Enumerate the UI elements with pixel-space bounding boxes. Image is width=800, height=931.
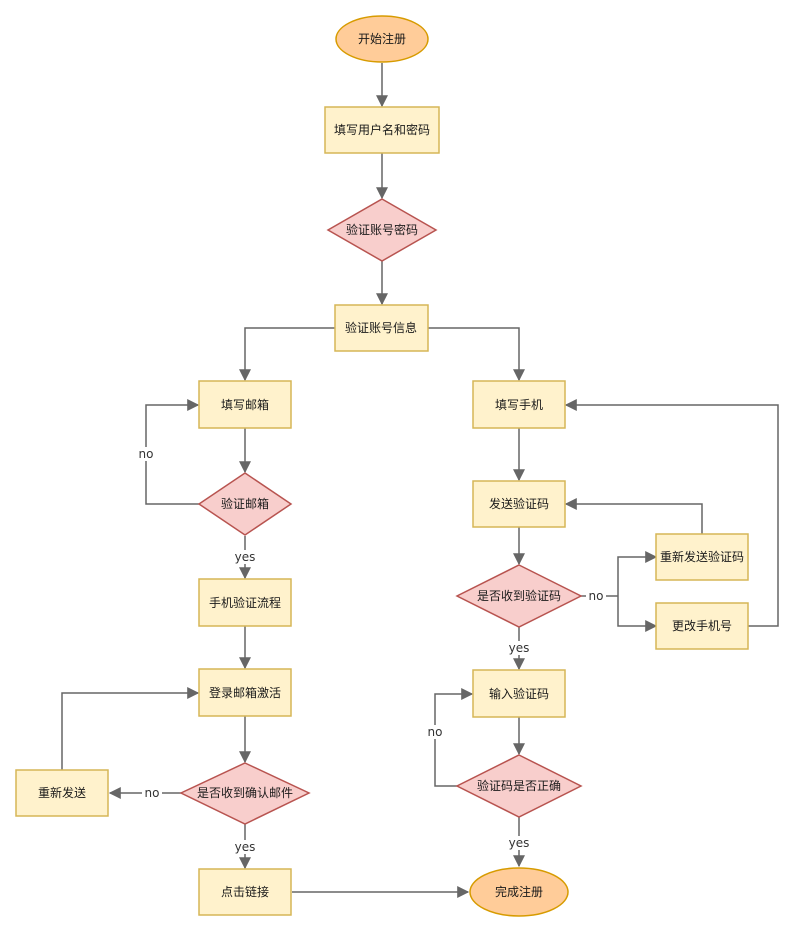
verify-account-password-decision[interactable]: 验证账号密码 <box>326 198 438 262</box>
click-link-node[interactable]: 点击链接 <box>198 868 292 916</box>
edge-no-to-change <box>617 596 658 632</box>
code-correct-yes-label: yes <box>509 836 530 850</box>
verify-email-decision[interactable]: 验证邮箱 <box>197 472 293 536</box>
edge-no-to-resend <box>617 551 658 596</box>
resend-code-node[interactable]: 重新发送验证码 <box>655 533 749 581</box>
finish-node-label: 完成注册 <box>495 884 543 899</box>
fill-email-node[interactable]: 填写邮箱 <box>198 380 292 429</box>
received-code-decision[interactable]: 是否收到验证码 <box>455 564 583 628</box>
verify-account-info-node[interactable]: 验证账号信息 <box>334 304 429 352</box>
verify-account-info-label: 验证账号信息 <box>345 320 417 335</box>
received-code-yes-label: yes <box>509 641 530 655</box>
resend-label: 重新发送 <box>38 785 86 800</box>
login-email-activate-node[interactable]: 登录邮箱激活 <box>198 668 292 717</box>
edge-info-to-phone <box>428 327 525 382</box>
change-phone-label: 更改手机号 <box>672 619 732 633</box>
edge-info-to-email <box>239 327 335 382</box>
edge-resend-code-back <box>564 498 703 534</box>
start-node-label: 开始注册 <box>358 31 406 46</box>
verify-email-no-label: no <box>139 447 154 461</box>
confirm-email-no-label: no <box>145 786 160 800</box>
edge-labels: no yes no yes no yes no yes <box>136 447 606 854</box>
verify-email-yes-label: yes <box>235 550 256 564</box>
finish-node[interactable]: 完成注册 <box>469 867 569 917</box>
confirm-email-yes-label: yes <box>235 840 256 854</box>
nodes: 开始注册 填写用户名和密码 验证账号密码 验证账号信息 填写邮箱 验证邮箱 手机… <box>15 15 749 917</box>
code-correct-no-label: no <box>428 725 443 739</box>
fill-phone-label: 填写手机 <box>495 398 543 412</box>
received-confirm-email-label: 是否收到确认邮件 <box>197 786 293 800</box>
login-email-activate-label: 登录邮箱激活 <box>209 685 281 700</box>
verify-email-label: 验证邮箱 <box>221 496 269 511</box>
send-code-label: 发送验证码 <box>489 496 549 511</box>
edge-correct-no <box>434 688 474 787</box>
input-code-node[interactable]: 输入验证码 <box>472 669 566 718</box>
click-link-label: 点击链接 <box>221 884 269 899</box>
fill-username-password-label: 填写用户名和密码 <box>334 122 430 137</box>
phone-verify-flow-label: 手机验证流程 <box>209 595 281 610</box>
input-code-label: 输入验证码 <box>489 686 549 701</box>
change-phone-node[interactable]: 更改手机号 <box>655 602 749 650</box>
resend-code-label: 重新发送验证码 <box>660 549 744 564</box>
received-code-label: 是否收到验证码 <box>477 588 561 603</box>
received-confirm-email-decision[interactable]: 是否收到确认邮件 <box>179 762 311 825</box>
received-code-no-label: no <box>589 589 604 603</box>
edges <box>61 63 779 898</box>
verify-account-password-label: 验证账号密码 <box>346 222 418 237</box>
fill-phone-node[interactable]: 填写手机 <box>472 380 566 429</box>
send-code-node[interactable]: 发送验证码 <box>472 480 566 528</box>
code-correct-decision[interactable]: 验证码是否正确 <box>455 754 583 818</box>
resend-node[interactable]: 重新发送 <box>15 769 109 817</box>
phone-verify-flow-node[interactable]: 手机验证流程 <box>198 578 292 627</box>
fill-username-password-node[interactable]: 填写用户名和密码 <box>324 106 440 154</box>
code-correct-label: 验证码是否正确 <box>477 778 561 793</box>
edge-change-phone-back <box>564 399 779 627</box>
start-node[interactable]: 开始注册 <box>335 15 429 63</box>
fill-email-label: 填写邮箱 <box>221 397 269 412</box>
edge-resend-back <box>61 687 200 770</box>
